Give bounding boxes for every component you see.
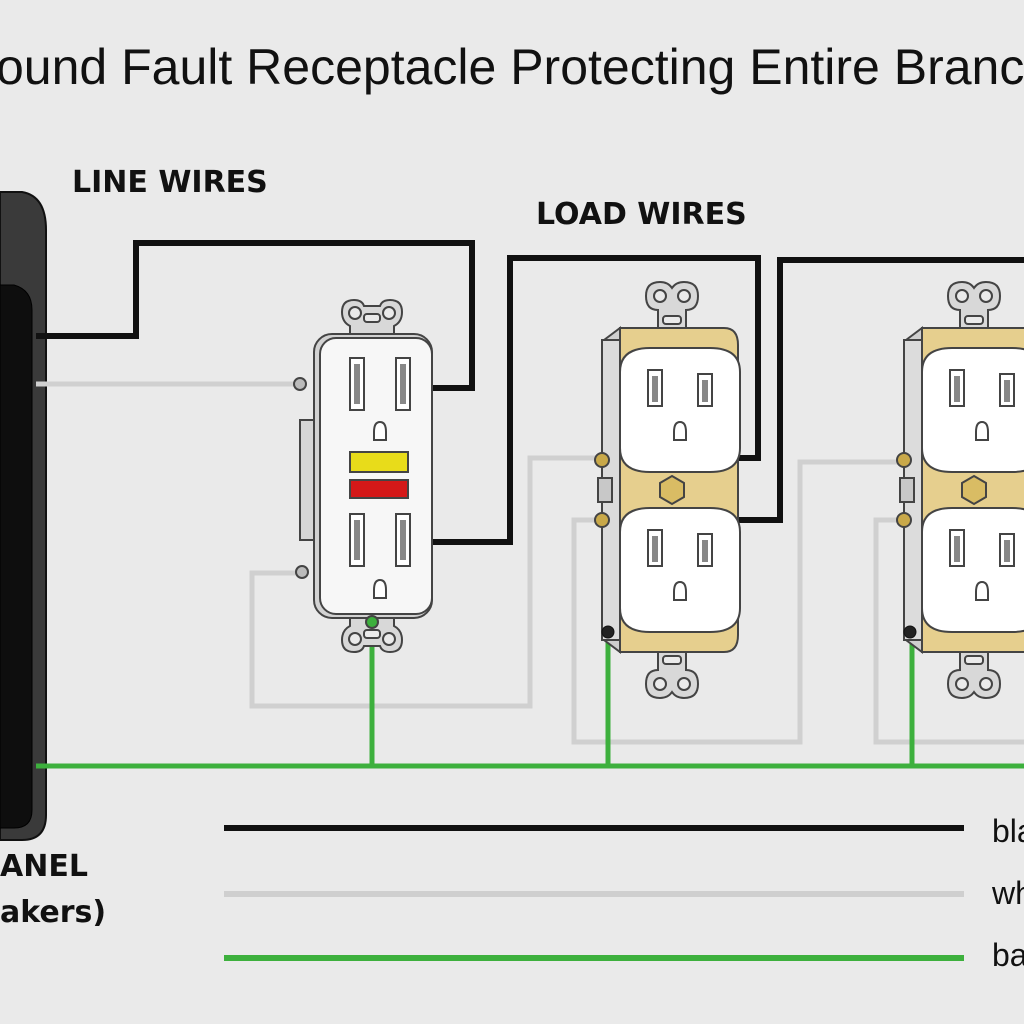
legend-label-white: wh — [991, 875, 1024, 911]
panel-sublabel: akers) — [0, 895, 106, 930]
load-wires-label: LOAD WIRES — [536, 197, 747, 232]
line-hot-wire — [36, 240, 475, 391]
legend-label-bare: ba — [992, 937, 1024, 973]
panel-box — [0, 191, 47, 841]
legend: bla wh ba — [224, 813, 1024, 973]
gfci-test-button — [349, 451, 409, 473]
load-neutral-wire-2 — [571, 459, 904, 745]
wires — [36, 240, 1024, 769]
legend-label-black: bla — [992, 813, 1024, 849]
gfci-reset-button — [349, 479, 409, 499]
line-wires-label: LINE WIRES — [72, 165, 268, 200]
diagram-title: ound Fault Receptacle Protecting Entire … — [0, 39, 1024, 95]
gfci-receptacle — [293, 299, 433, 653]
receptacle-2 — [897, 282, 1024, 698]
panel-label: ANEL — [0, 849, 88, 884]
load-hot-wire-2 — [722, 257, 1024, 523]
load-neutral-wire-1 — [249, 455, 600, 709]
load-neutral-wire-3 — [873, 517, 1024, 745]
receptacle-1 — [595, 282, 740, 698]
load-hot-wire-1 — [430, 255, 761, 545]
